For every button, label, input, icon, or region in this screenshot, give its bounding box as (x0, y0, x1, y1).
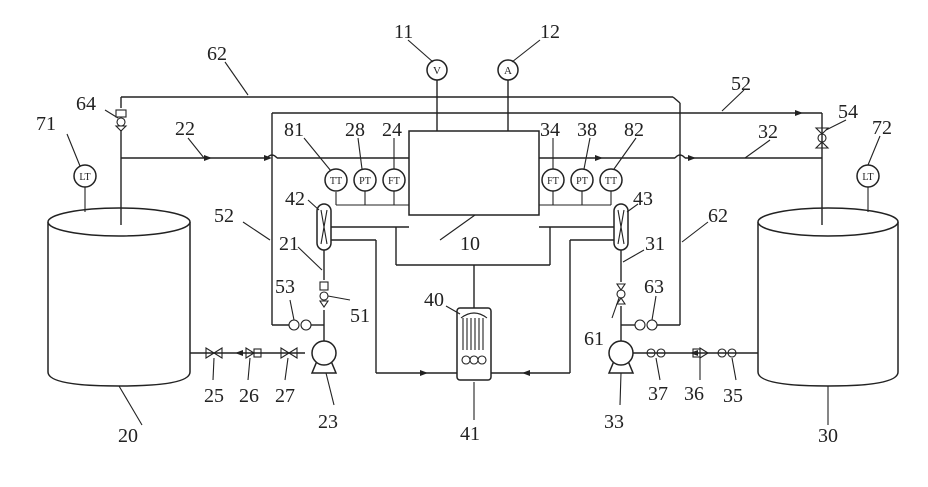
pump-23 (312, 341, 336, 373)
label-82: 82 (624, 119, 644, 141)
label-38: 38 (577, 119, 597, 141)
label-30: 30 (818, 425, 838, 447)
line-52-top (272, 113, 822, 325)
label-26: 26 (239, 385, 259, 407)
level-transmitter-71: LT (74, 165, 96, 212)
heat-exchanger-42 (317, 204, 409, 250)
label-22: 22 (175, 118, 195, 140)
level-transmitter-72: LT (857, 165, 879, 212)
pressure-transmitter-28: PT (354, 169, 376, 191)
voltmeter-symbol: V (433, 65, 441, 77)
flow-transmitter-24: FT (383, 169, 405, 191)
label-21: 21 (279, 233, 299, 255)
label-31: 31 (645, 233, 665, 255)
chiller-40 (457, 308, 491, 380)
label-72: 72 (872, 117, 892, 139)
flow-transmitter-34: FT (542, 169, 564, 191)
label-61: 61 (584, 328, 604, 350)
label-24: 24 (382, 119, 402, 141)
ammeter-12: A (498, 60, 518, 80)
label-32: 32 (758, 121, 778, 143)
temp-transmitter-81: TT (325, 169, 347, 191)
label-23: 23 (318, 411, 338, 433)
label-51: 51 (350, 305, 370, 327)
voltmeter-11: V (427, 60, 447, 80)
valve-64 (116, 110, 126, 131)
pump-33 (609, 341, 633, 373)
valve-63 (621, 320, 680, 330)
label-54: 54 (838, 101, 858, 123)
label-20: 20 (118, 425, 138, 447)
label-53: 53 (275, 276, 295, 298)
label-34: 34 (540, 119, 560, 141)
cell-10 (409, 131, 539, 215)
level-left-text: LT (79, 172, 90, 183)
pressure-transmitter-38: PT (571, 169, 593, 191)
label-41: 41 (460, 423, 480, 445)
pressure-left-text: PT (359, 176, 371, 187)
label-27: 27 (275, 385, 295, 407)
label-42: 42 (285, 188, 305, 210)
label-28: 28 (345, 119, 365, 141)
flow-right-text: FT (547, 176, 559, 187)
flow-left-text: FT (388, 176, 400, 187)
label-36: 36 (684, 383, 704, 405)
label-64: 64 (76, 93, 96, 115)
label-40: 40 (424, 289, 444, 311)
label-52-top-right: 52 (731, 73, 751, 95)
label-62-left: 62 (207, 43, 227, 65)
label-81: 81 (284, 119, 304, 141)
label-25: 25 (204, 385, 224, 407)
temp-left-text: TT (330, 176, 342, 187)
valve-53 (272, 320, 324, 330)
pressure-right-text: PT (576, 176, 588, 187)
label-33: 33 (604, 411, 624, 433)
temp-transmitter-82: TT (600, 169, 622, 191)
label-10: 10 (460, 233, 480, 255)
label-62-right: 62 (708, 205, 728, 227)
valve-51 (320, 282, 328, 307)
label-11: 11 (394, 21, 413, 43)
label-43: 43 (633, 188, 653, 210)
label-71: 71 (36, 113, 56, 135)
heat-exchanger-43 (539, 204, 628, 250)
label-63: 63 (644, 276, 664, 298)
level-right-text: LT (862, 172, 873, 183)
tank-30 (758, 208, 898, 386)
label-52-left: 52 (214, 205, 234, 227)
tank-20 (48, 208, 190, 386)
meter-wiring (437, 80, 508, 131)
label-35: 35 (723, 385, 743, 407)
label-37: 37 (648, 383, 668, 405)
temp-right-text: TT (605, 176, 617, 187)
label-12: 12 (540, 21, 560, 43)
ammeter-symbol: A (504, 65, 512, 77)
